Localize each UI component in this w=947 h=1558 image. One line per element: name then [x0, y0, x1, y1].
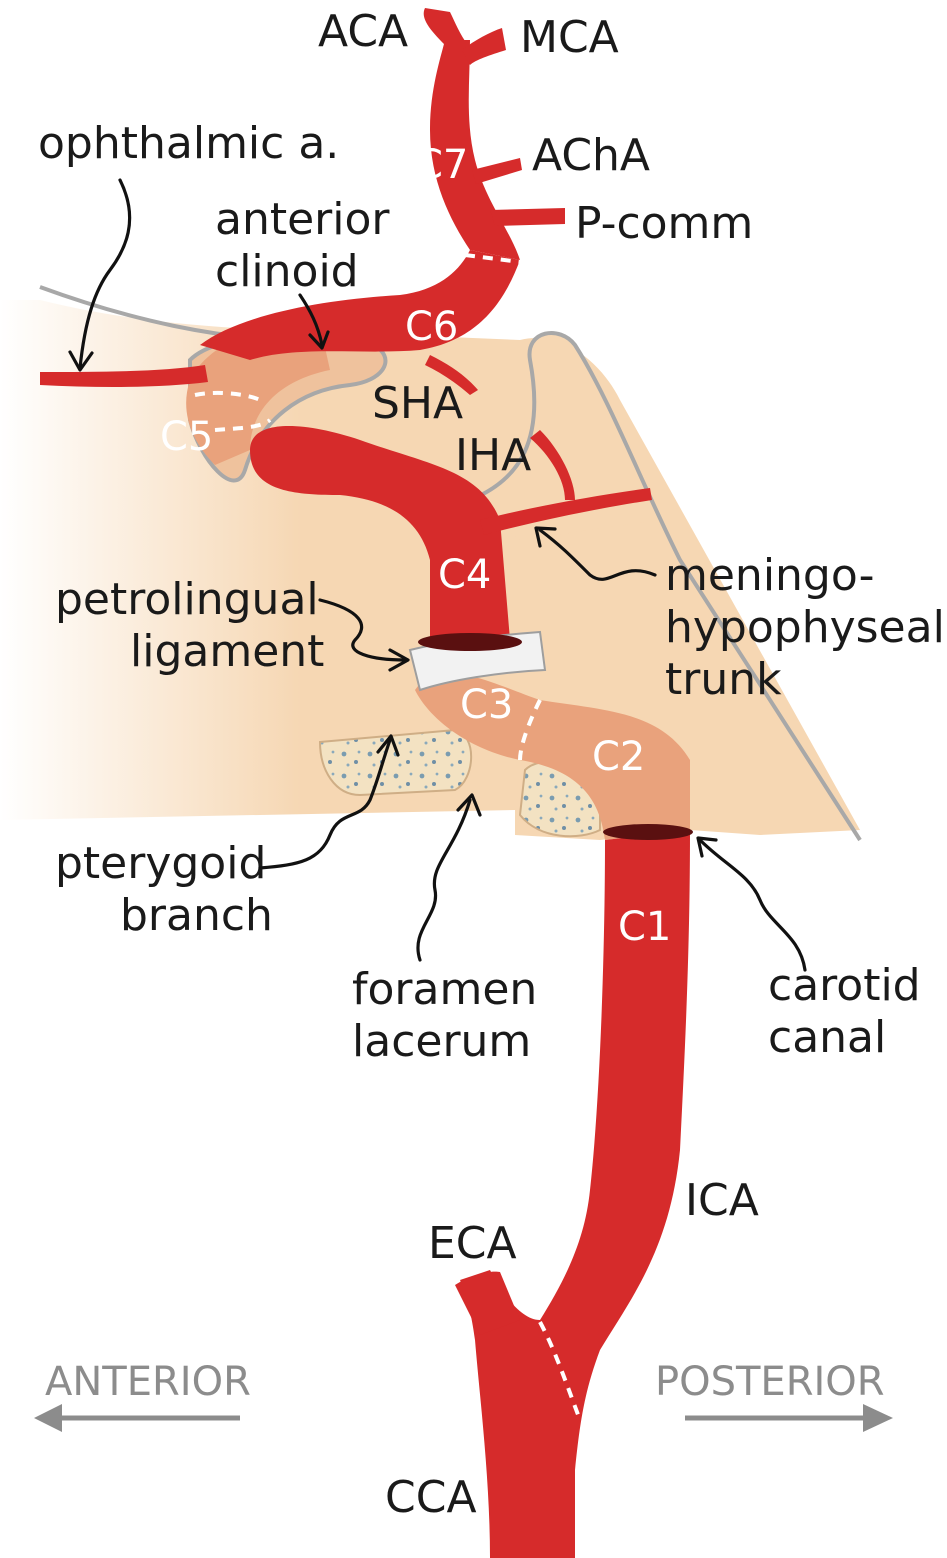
label-foramen-2: lacerum [352, 1016, 531, 1067]
boundary-ica-cca [538, 1321, 582, 1421]
artery-iha-branch [530, 430, 575, 500]
artery-ophthalmic-segment [200, 250, 520, 360]
meningohypophyseal-trunk-branch [480, 488, 652, 535]
dura-line-posterior [469, 331, 862, 842]
artery-cervical-segment [460, 830, 690, 1558]
label-meningo-2: hypophyseal [665, 602, 945, 653]
label-acha: AChA [532, 130, 650, 181]
label-anterior-clinoid-2: clinoid [215, 246, 359, 297]
label-petrolingual-1: petrolingual [55, 574, 319, 625]
segment-c1: C1 [618, 904, 671, 950]
label-foramen-1: foramen [352, 964, 537, 1015]
label-ophthalmic: ophthalmic a. [38, 118, 339, 169]
segment-c5: C5 [160, 414, 213, 460]
label-carotid-canal-1: carotid [768, 960, 921, 1011]
pointer-clinoid [298, 293, 324, 347]
label-anterior-clinoid-1: anterior [215, 194, 390, 245]
boundary-c4-c5 [214, 418, 272, 432]
label-sha: SHA [372, 378, 463, 429]
dorsum-sellae [470, 333, 660, 540]
boundary-c6-c7 [464, 253, 521, 264]
segment-c3: C3 [460, 682, 513, 728]
label-anterior: ANTERIOR [45, 1359, 251, 1405]
segment-c2: C2 [592, 734, 645, 780]
pointer-carotid-canal-head [696, 836, 718, 858]
pointer-foramen [416, 798, 472, 962]
label-meningo-1: meningo- [665, 550, 874, 601]
artery-petrous-segment [415, 670, 690, 840]
label-petrolingual-2: ligament [130, 626, 324, 677]
artery-aca-branch [423, 8, 468, 45]
carotid-canal-ring [603, 824, 693, 840]
label-pcomm: P-comm [575, 198, 753, 249]
label-eca: ECA [428, 1218, 517, 1269]
pointer-petrolingual [318, 598, 407, 662]
label-pterygoid-2: branch [120, 890, 273, 941]
label-meningo-3: trunk [665, 654, 782, 705]
boundary-c5-c6 [194, 390, 261, 402]
pointer-pterygoid [258, 738, 392, 870]
arrow-posterior-head [863, 1404, 893, 1432]
label-ica: ICA [685, 1175, 759, 1226]
label-iha: IHA [455, 430, 531, 481]
arrow-anterior-head [34, 1404, 62, 1432]
pointer-pterygoid-head [376, 734, 400, 757]
artery-cavernous-segment [250, 426, 510, 645]
label-cca: CCA [385, 1472, 477, 1523]
artery-eca-stump [455, 1271, 520, 1335]
label-pterygoid-1: pterygoid [55, 838, 266, 889]
pointer-ophthalmic-head [68, 350, 94, 372]
artery-mca-branch [462, 28, 506, 65]
segment-c6: C6 [405, 304, 458, 350]
pointer-carotid-canal [698, 838, 807, 972]
label-aca: ACA [318, 6, 408, 57]
petrous-bone-block-left [318, 728, 473, 797]
segment-c4: C4 [438, 552, 491, 598]
pointer-foramen-head [456, 793, 482, 817]
segment-c7: C7 [415, 142, 468, 188]
label-posterior: POSTERIOR [655, 1359, 885, 1405]
artery-acha-branch [472, 158, 522, 184]
pointer-meningo [538, 528, 657, 581]
pointer-meningo-head [534, 526, 557, 548]
pointer-ophthalmic [78, 178, 132, 370]
pointer-clinoid-head [308, 330, 330, 350]
label-carotid-canal-2: canal [768, 1012, 886, 1063]
ligament-ring [418, 633, 522, 651]
pointer-petrolingual-head [388, 648, 410, 672]
boundary-c2-c3 [518, 699, 542, 761]
artery-pcomm-branch [490, 208, 565, 226]
label-mca: MCA [520, 12, 619, 63]
ophthalmic-artery-branch [40, 365, 208, 387]
artery-communicating-segment [430, 40, 520, 260]
artery-sha-branch [425, 355, 478, 395]
